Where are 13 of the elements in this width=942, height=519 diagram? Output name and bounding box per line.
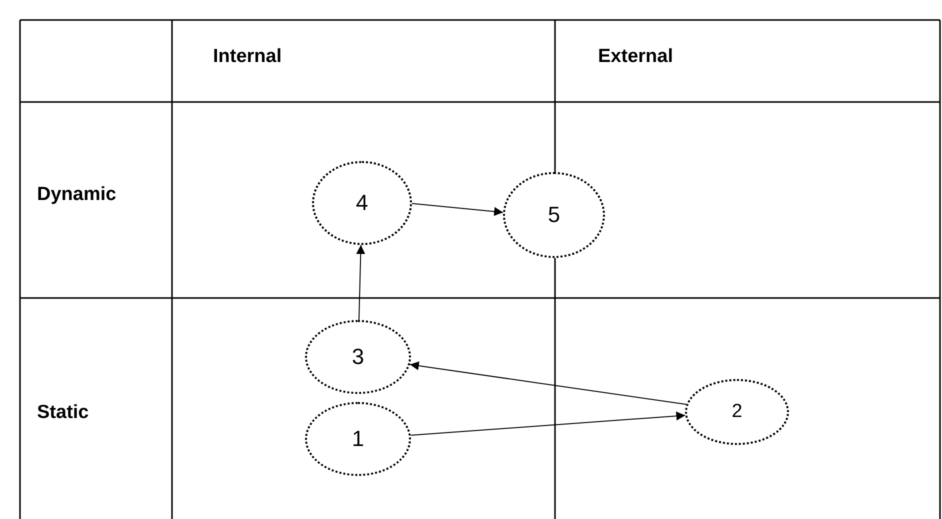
column-header: External — [598, 46, 673, 68]
node-number: 3 — [352, 344, 364, 370]
row-header: Dynamic — [37, 184, 116, 206]
node-number: 2 — [732, 401, 742, 423]
arrow — [412, 203, 504, 216]
node-number: 5 — [548, 202, 560, 228]
arrow — [356, 244, 366, 320]
row-header: Static — [37, 402, 89, 424]
arrow — [410, 412, 686, 436]
column-header: Internal — [213, 46, 282, 68]
arrow — [409, 361, 687, 405]
node-number: 4 — [356, 190, 368, 216]
node-number: 1 — [352, 426, 364, 452]
